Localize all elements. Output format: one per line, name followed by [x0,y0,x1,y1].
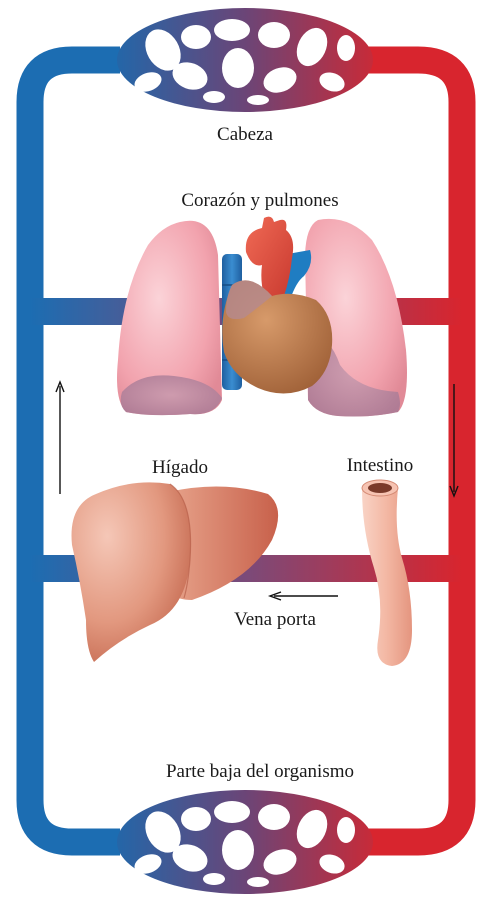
label-lower-body: Parte baja del organismo [166,761,354,782]
heart-and-lungs [117,217,407,417]
label-liver: Hígado [152,457,208,478]
head-capillary-bed [117,8,373,112]
lower-body-capillary-bed [117,790,373,894]
right-vessel [368,60,462,842]
label-portal-vein: Vena porta [234,609,316,630]
label-intestine: Intestino [347,455,414,476]
label-heart-lungs: Corazón y pulmones [181,190,338,211]
liver-left-lobe [72,482,191,662]
up-arrow-icon [56,382,64,494]
label-head: Cabeza [217,124,273,145]
left-vessel [30,60,120,842]
circulation-loop [30,60,462,842]
left-arrow-icon [270,592,338,600]
